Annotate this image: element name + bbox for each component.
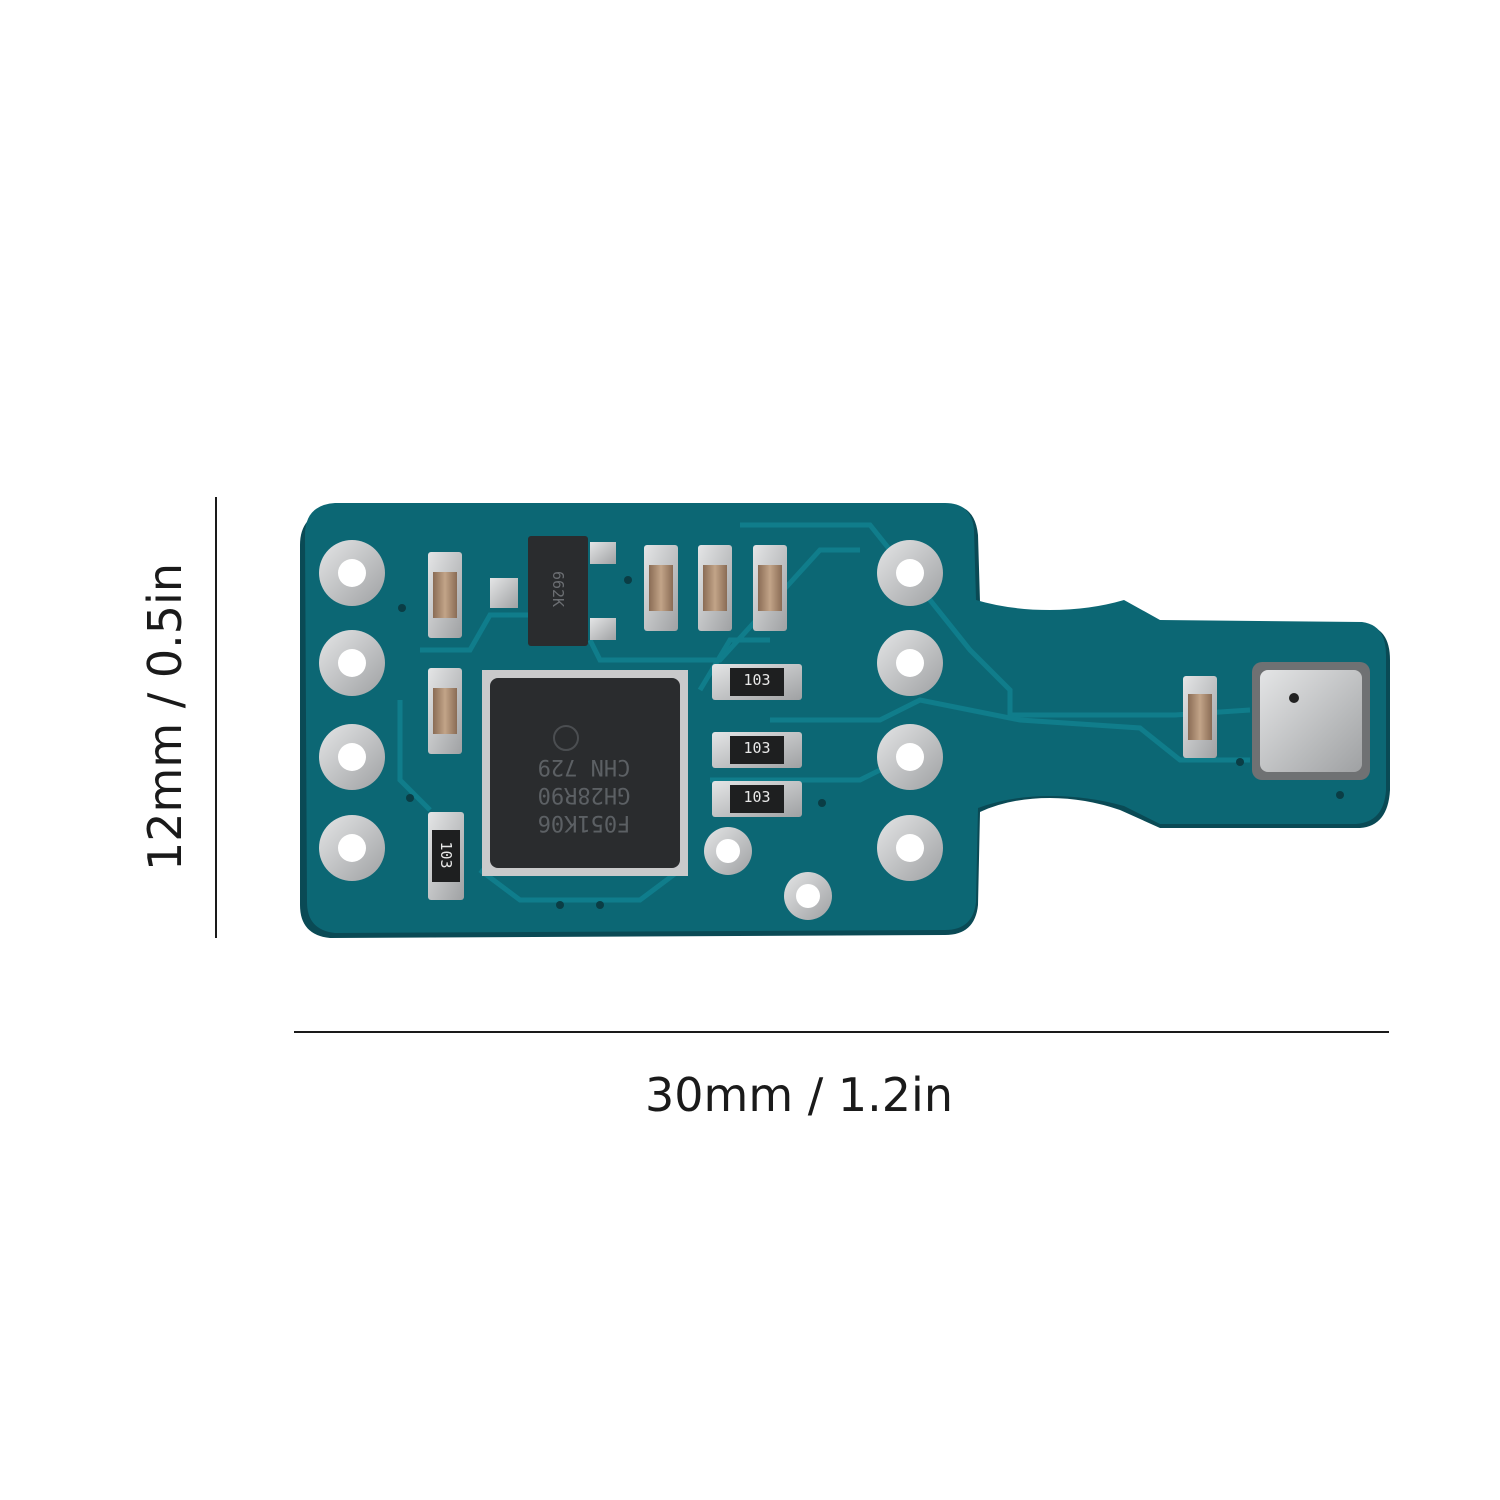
mcu-line-1: F051K06 (537, 810, 631, 835)
mcu-chip (482, 670, 688, 876)
mcu-marking: F051K06 GH28R90 CHN 729 (494, 752, 674, 836)
header-pins-left (319, 540, 385, 881)
resistor-label-3: 103 (743, 788, 771, 806)
header-pins-right (877, 540, 943, 881)
height-dimension-line (215, 497, 217, 938)
mcu-line-3: CHN 729 (537, 754, 631, 779)
resistors (428, 664, 802, 900)
capacitors (428, 545, 1217, 758)
resistor-label-4: 103 (437, 841, 455, 869)
resistor-label-1: 103 (743, 671, 771, 689)
sensor-chip (1252, 662, 1370, 780)
resistor-label-2: 103 (743, 739, 771, 757)
pcb-traces (397, 522, 1251, 903)
mcu-line-2: GH28R90 (537, 782, 631, 807)
height-dimension-label: 12mm / 0.5in (138, 563, 192, 871)
regulator-marking: 662K (549, 570, 567, 608)
width-dimension-label: 30mm / 1.2in (645, 1068, 953, 1122)
vias (398, 576, 1344, 920)
voltage-regulator (490, 536, 616, 646)
width-dimension-line (294, 1031, 1389, 1033)
